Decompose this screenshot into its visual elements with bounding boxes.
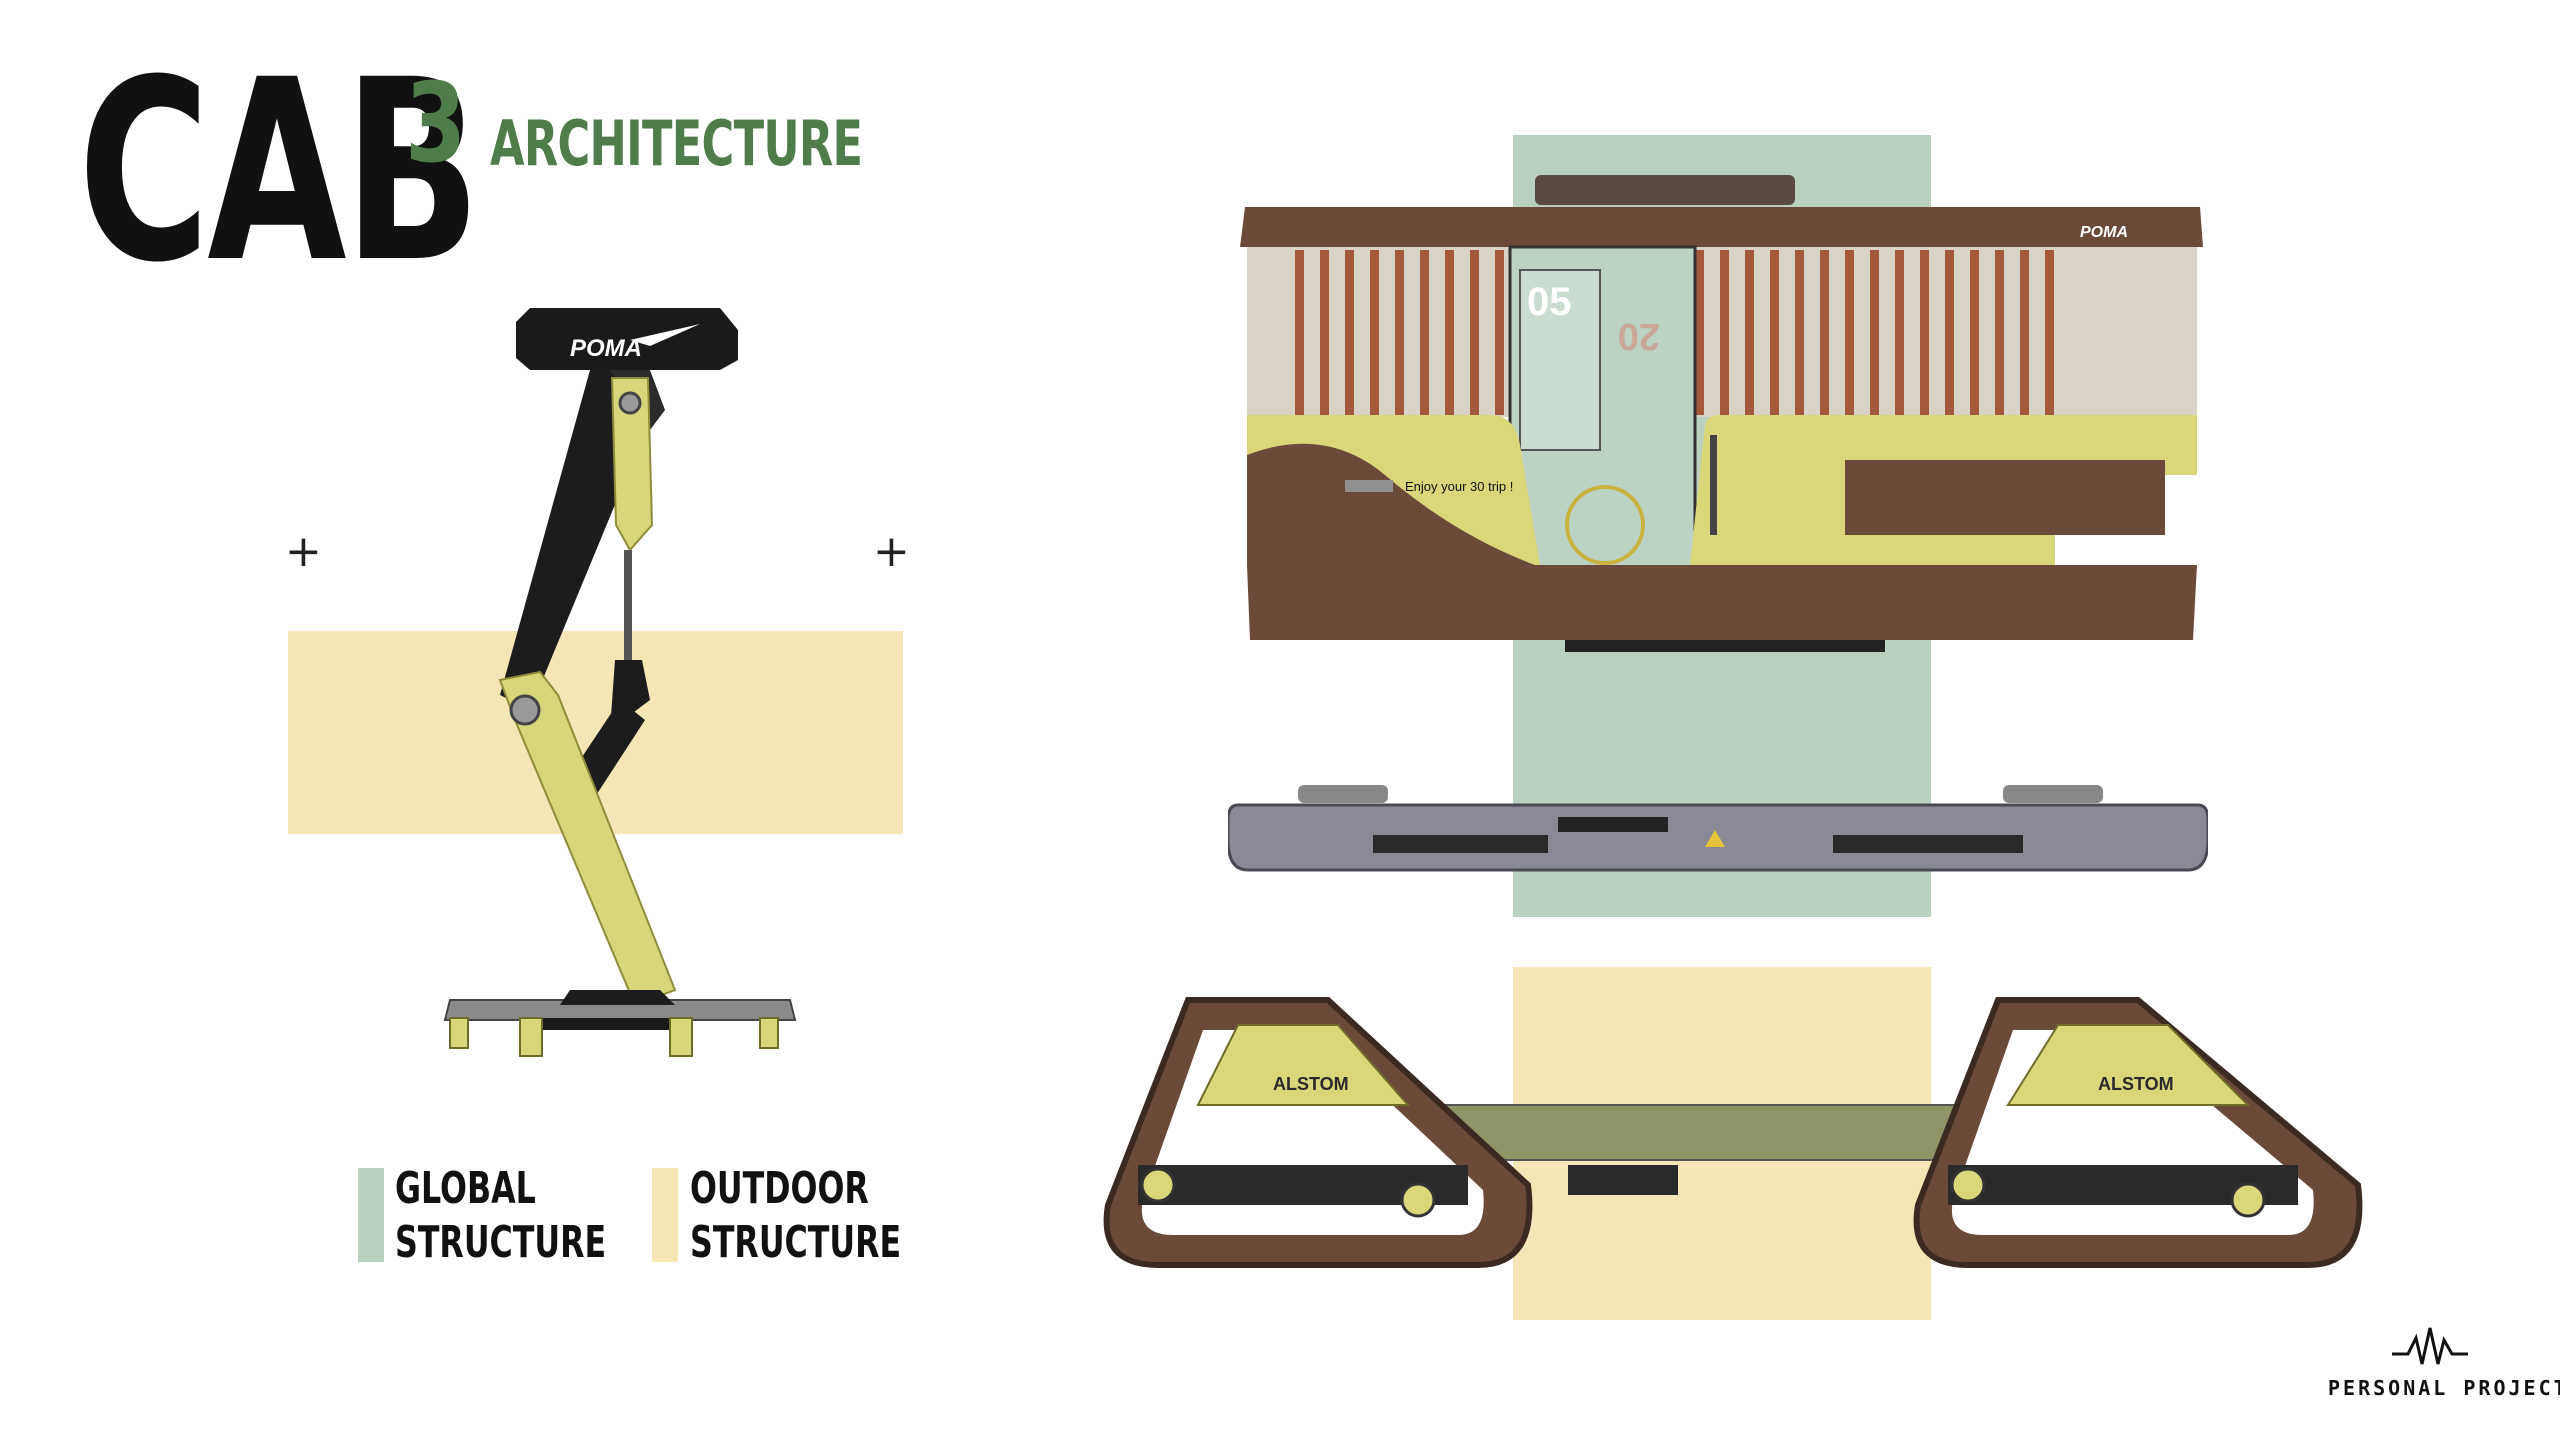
- right-track-brand: ALSTOM: [2098, 1074, 2174, 1094]
- chassis-plate-illustration: [1228, 785, 2208, 872]
- legend-outdoor-line2: STRUCTURE: [690, 1217, 902, 1268]
- legend-global-line2: STRUCTURE: [395, 1217, 607, 1268]
- legend-global-line1: GLOBAL: [395, 1163, 536, 1214]
- tracks-illustration: ALSTOM ALSTOM: [1103, 997, 2363, 1268]
- title-superscript: 3: [405, 59, 467, 187]
- page-title: CAB: [78, 26, 481, 317]
- legend-outdoor-line1: OUTDOOR: [690, 1163, 869, 1214]
- cabin-display-right-number: 20: [1618, 315, 1660, 357]
- arm-brand-logo: POMA: [570, 335, 642, 362]
- cabin-brand-logo: POMA: [2080, 224, 2128, 241]
- cabin-illustration: POMA 05 20 Enjoy your 30 trip !: [1240, 175, 2203, 652]
- crosshair-marker-left: +: [285, 526, 322, 577]
- footer-label: PERSONAL PROJECT: [2328, 1376, 2560, 1400]
- page-subtitle: ARCHITECTURE: [490, 107, 863, 180]
- suspension-arm-illustration: POMA: [443, 308, 797, 1057]
- legend-swatch-outdoor: [652, 1168, 678, 1262]
- crosshair-marker-right: +: [873, 526, 910, 577]
- personal-project-logo-icon: [2392, 1327, 2468, 1365]
- left-track-brand: ALSTOM: [1273, 1074, 1349, 1094]
- cabin-display-left-number: 05: [1527, 280, 1572, 324]
- legend-swatch-global: [358, 1168, 384, 1262]
- door-message: Enjoy your 30 trip !: [1405, 479, 1513, 494]
